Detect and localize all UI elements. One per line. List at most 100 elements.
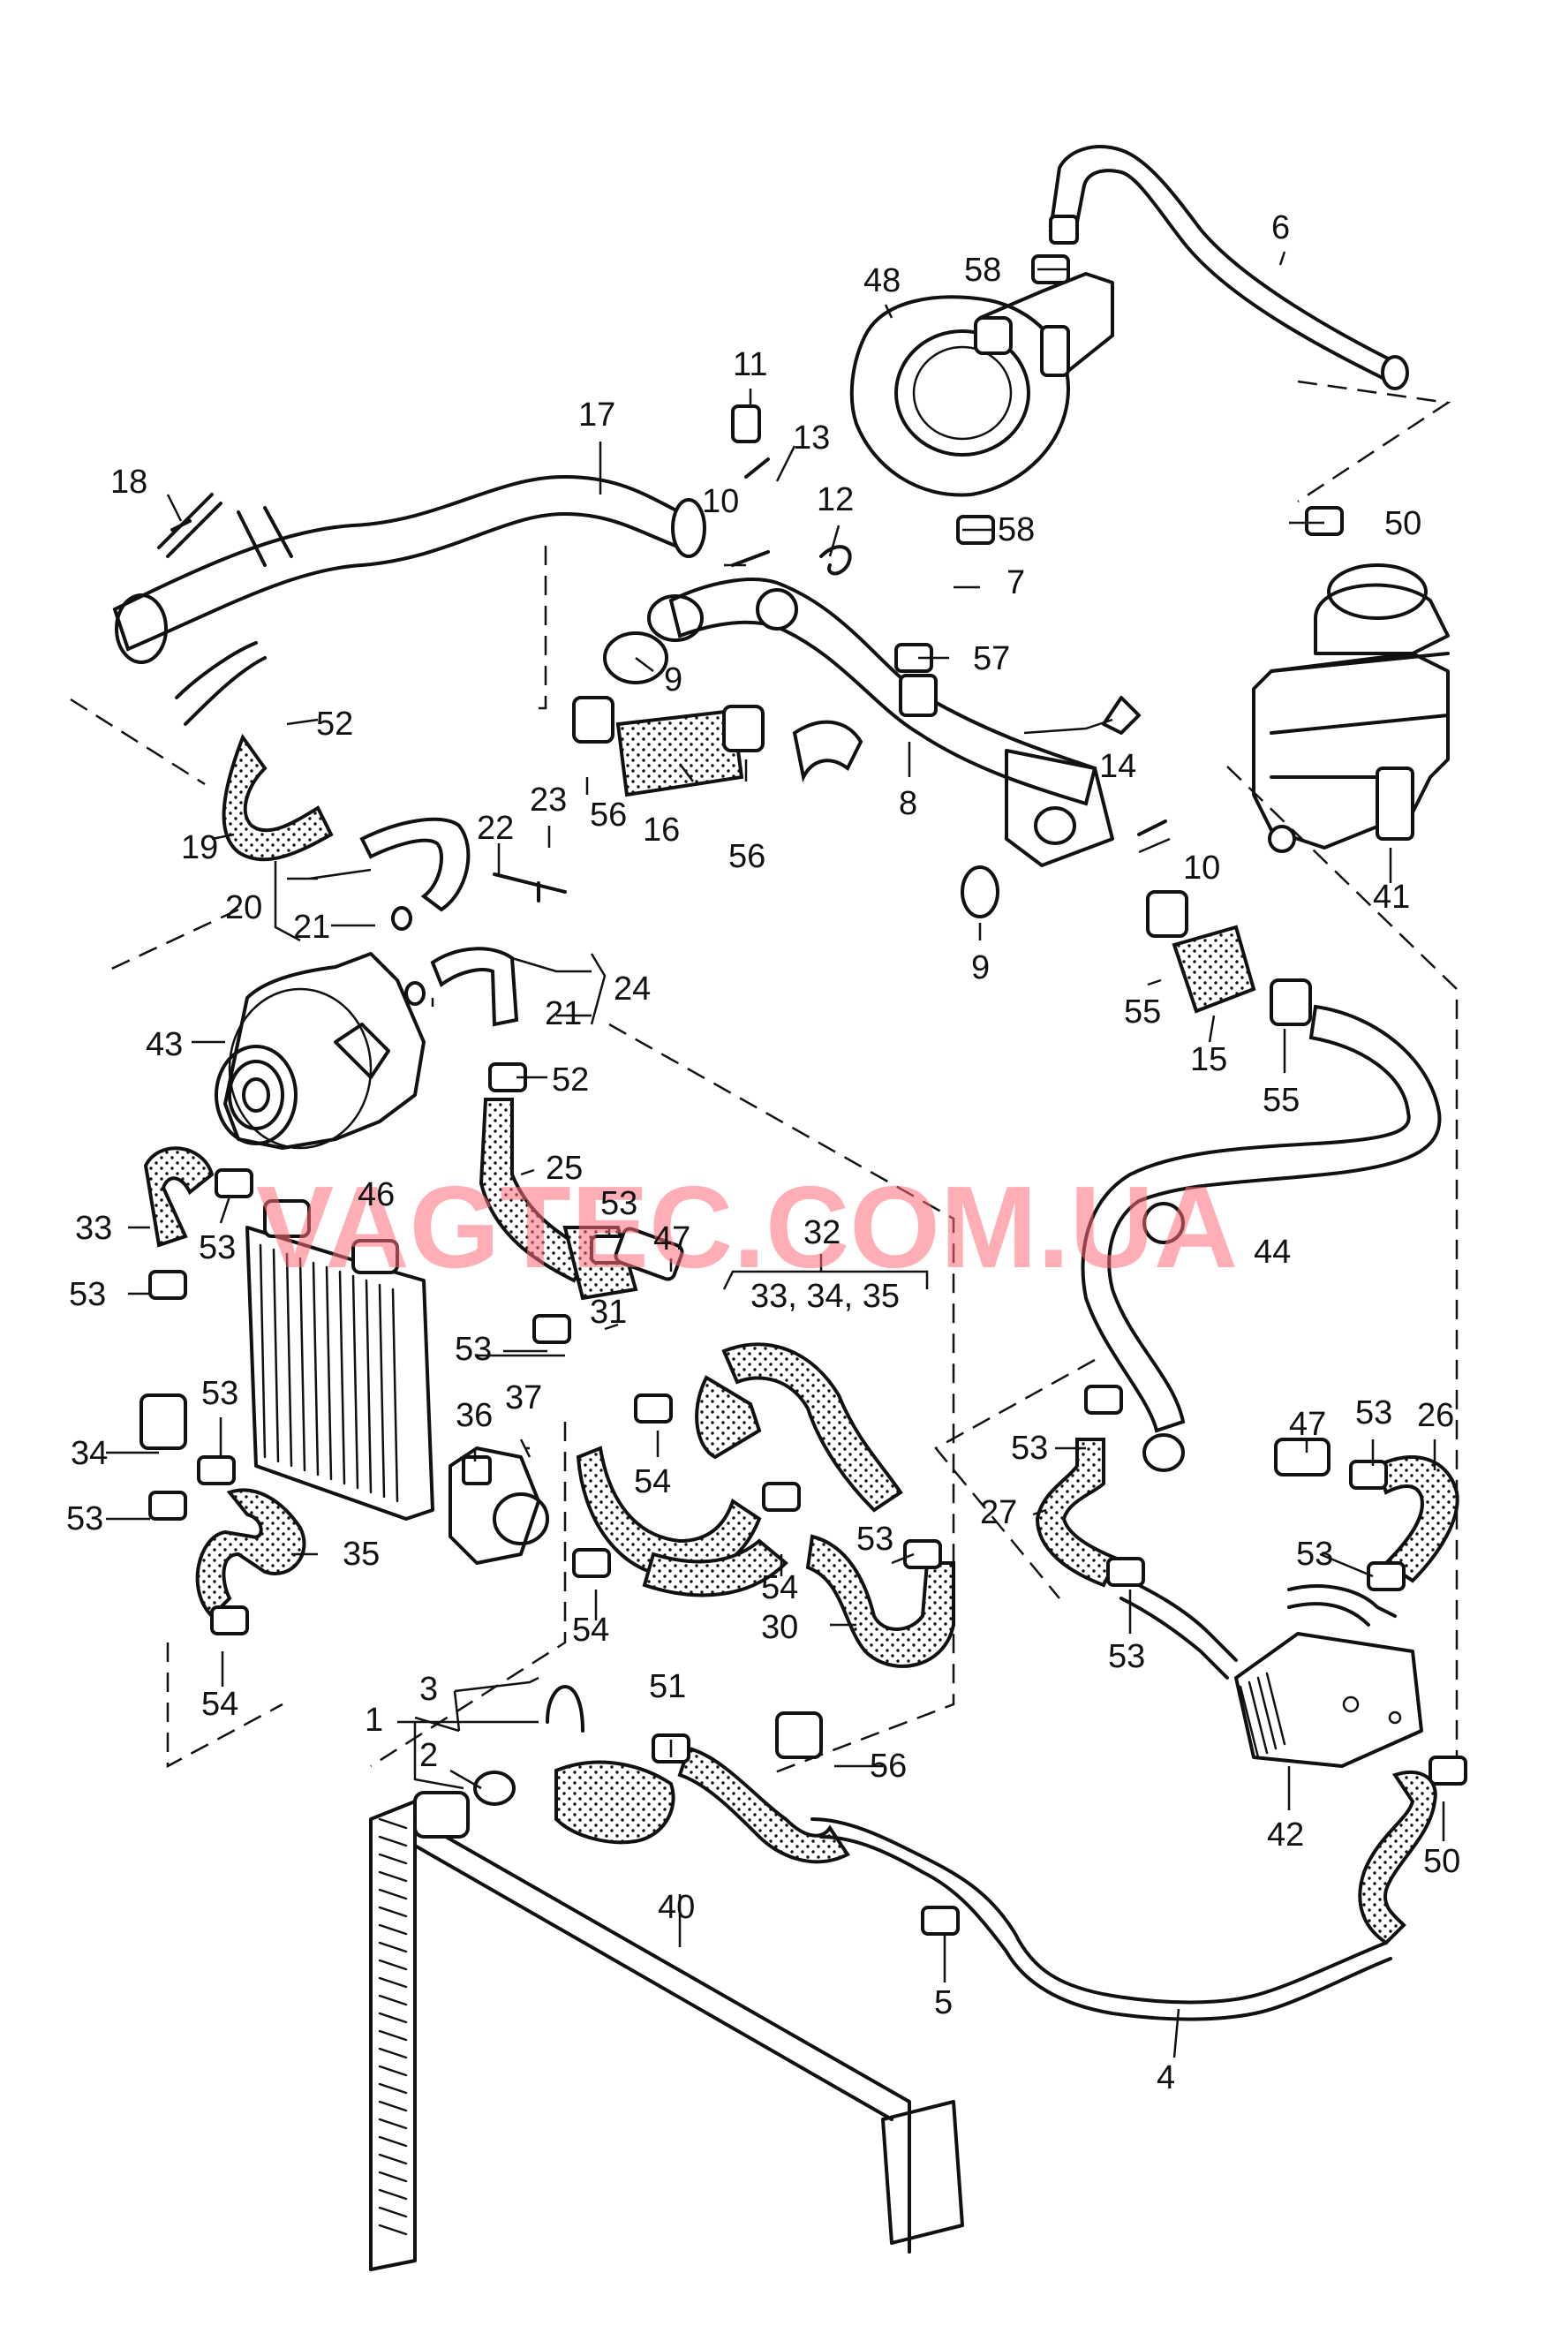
callout-37: 37	[505, 1379, 542, 1416]
callout-50: 50	[1423, 1843, 1460, 1880]
callout-26: 26	[1417, 1397, 1454, 1434]
callout-53: 53	[69, 1276, 106, 1313]
hose-33-b	[695, 1375, 762, 1460]
hose-26	[1375, 1455, 1459, 1583]
callout-9: 9	[664, 661, 682, 699]
callout-35: 35	[343, 1536, 380, 1573]
callout-17: 17	[578, 396, 615, 434]
callout-53: 53	[201, 1375, 238, 1412]
callout-25: 25	[546, 1150, 583, 1187]
pipe-44	[1081, 1004, 1442, 1433]
callout-53: 53	[66, 1500, 103, 1537]
callout-8: 8	[899, 785, 917, 822]
callout-1: 1	[365, 1702, 383, 1739]
hose-16	[615, 708, 744, 797]
watermark-text: VAGTEC.COM.UA	[256, 1162, 1238, 1292]
callout-53: 53	[1296, 1536, 1333, 1573]
leader-lines	[106, 251, 1445, 2058]
callout-54: 54	[634, 1463, 671, 1500]
oil-cooler-42	[1234, 1632, 1423, 1768]
callout-34: 34	[71, 1435, 108, 1472]
callout-27: 27	[980, 1494, 1017, 1531]
hoses	[143, 708, 1459, 1945]
callout-55: 55	[1124, 993, 1161, 1031]
hose-1	[554, 1760, 675, 1845]
callout-32: 32	[803, 1214, 841, 1251]
callout-53: 53	[1011, 1430, 1048, 1467]
callout-58: 58	[998, 511, 1035, 548]
callout-36: 36	[456, 1397, 493, 1434]
hose-19	[222, 733, 334, 862]
radiator-40	[369, 1791, 964, 2271]
callout-21: 21	[545, 995, 582, 1032]
expansion-tank-41	[1252, 563, 1450, 853]
coolant-pipe-8	[647, 578, 1114, 867]
clamps	[139, 254, 1467, 1936]
callout-19: 19	[181, 829, 218, 866]
callout-54: 54	[761, 1569, 798, 1606]
callout-10: 10	[1183, 850, 1220, 887]
callout-31: 31	[590, 1294, 627, 1331]
callout-56: 56	[870, 1748, 907, 1785]
callout-44: 44	[1254, 1234, 1291, 1271]
callout-21: 21	[293, 909, 330, 946]
callout-18: 18	[110, 464, 147, 501]
callout-22: 22	[477, 810, 514, 847]
pipes	[359, 817, 1442, 2021]
callout-52: 52	[552, 1061, 589, 1099]
callout-47: 47	[1289, 1406, 1326, 1443]
callout-53: 53	[1355, 1394, 1392, 1431]
pipe-24	[430, 947, 519, 1027]
callout-13: 13	[793, 419, 830, 457]
callout-53: 53	[1108, 1638, 1145, 1675]
callout-55: 55	[1263, 1082, 1300, 1119]
hose-27	[1035, 1438, 1119, 1588]
callout-30: 30	[761, 1609, 798, 1646]
alternator-43	[215, 952, 426, 1150]
callout-54: 54	[201, 1686, 238, 1723]
auxiliary-radiator-46	[245, 1199, 434, 1521]
callout-53: 53	[455, 1331, 492, 1368]
hose-33-34-35	[721, 1342, 903, 1513]
hose-51	[677, 1746, 850, 1864]
callout-20: 20	[225, 889, 262, 926]
callout-52: 52	[316, 706, 353, 743]
hose-30	[805, 1534, 955, 1668]
callout-23: 23	[530, 782, 567, 819]
callout-33-34-35: 33, 34, 35	[750, 1278, 900, 1315]
hose-15	[1172, 925, 1256, 1014]
callout-6: 6	[1271, 209, 1290, 246]
callout-40: 40	[658, 1889, 695, 1926]
callout-24: 24	[614, 970, 651, 1008]
callout-33: 33	[75, 1210, 112, 1247]
callout-56: 56	[728, 838, 765, 875]
callout-10: 10	[702, 483, 739, 520]
callout-53: 53	[600, 1185, 637, 1222]
callout-16: 16	[643, 812, 680, 849]
callout-4: 4	[1157, 2059, 1175, 2096]
callout-15: 15	[1190, 1041, 1227, 1078]
callout-58: 58	[964, 252, 1001, 289]
callout-9: 9	[971, 949, 990, 986]
callout-48: 48	[863, 262, 901, 299]
callout-53: 53	[199, 1229, 236, 1266]
thermostat-housing-48	[849, 272, 1114, 497]
callout-57: 57	[973, 640, 1010, 677]
callout-56: 56	[590, 797, 627, 834]
callout-50: 50	[1384, 505, 1421, 542]
hose-54-loop	[576, 1446, 762, 1579]
callout-42: 42	[1267, 1816, 1304, 1854]
callout-51: 51	[649, 1668, 686, 1705]
callout-53: 53	[856, 1521, 893, 1558]
callout-54: 54	[572, 1612, 609, 1649]
pipe-20	[359, 817, 471, 912]
callout-14: 14	[1099, 748, 1136, 785]
callout-41: 41	[1373, 879, 1410, 916]
callout-5: 5	[934, 1984, 953, 2021]
hose-54-lower	[642, 1538, 788, 1597]
callout-2: 2	[419, 1737, 438, 1774]
coolant-pipe-17	[112, 474, 706, 726]
hose-35	[195, 1488, 306, 1619]
coolant-pump-36	[449, 1446, 549, 1565]
